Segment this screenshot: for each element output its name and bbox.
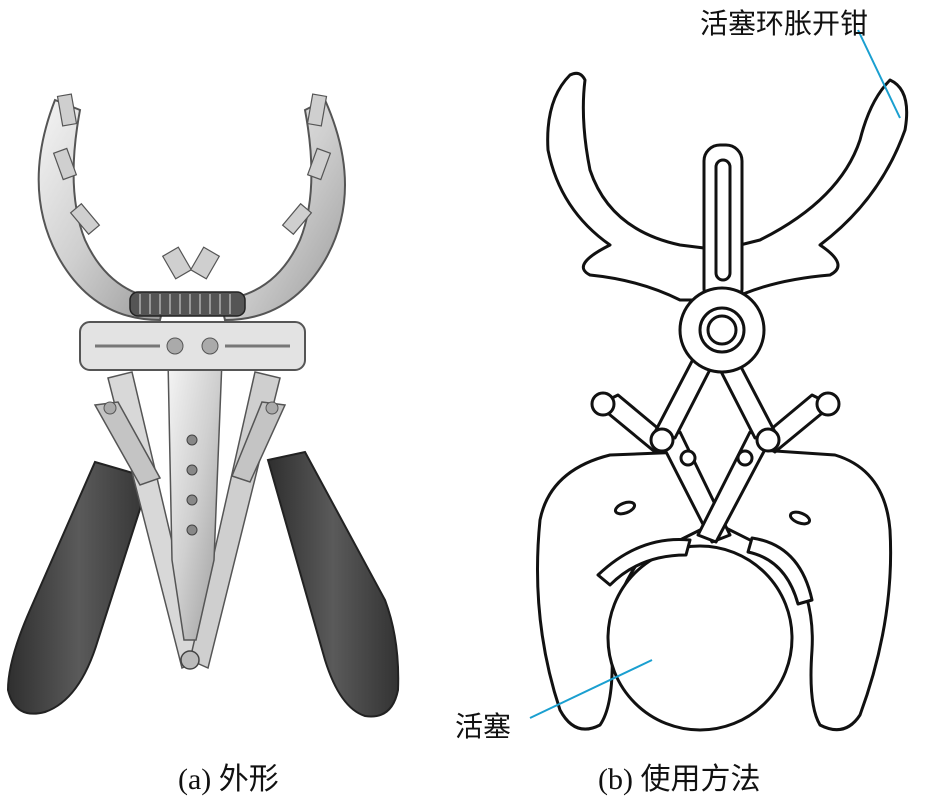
upper-jaw-body bbox=[546, 71, 909, 302]
left-handle bbox=[6, 460, 152, 715]
right-ring-jaw bbox=[746, 536, 814, 606]
piston bbox=[606, 544, 794, 732]
handle-slot bbox=[613, 500, 637, 516]
tool-leader-line bbox=[857, 29, 901, 119]
line-drawing bbox=[536, 71, 909, 732]
piston-callout-label: 活塞 bbox=[455, 712, 512, 743]
stem-pin bbox=[186, 434, 198, 446]
bottom-pivot bbox=[180, 650, 200, 670]
central-boss-inner bbox=[706, 314, 738, 346]
tool-callout-label: 活塞环胀开钳 bbox=[700, 9, 869, 40]
ring-clip bbox=[69, 202, 101, 236]
left-ring-jaw bbox=[596, 537, 692, 587]
cross-plate bbox=[79, 321, 306, 371]
ring-clip bbox=[56, 93, 78, 127]
plate-rivet bbox=[166, 337, 184, 355]
post-slot bbox=[714, 158, 732, 282]
plate-rivet bbox=[265, 401, 279, 415]
plate-rivet bbox=[103, 401, 117, 415]
handle-slot bbox=[788, 510, 812, 526]
left-jaw bbox=[37, 98, 167, 322]
pivot-pin bbox=[679, 449, 697, 467]
right-handle-shell bbox=[708, 448, 893, 732]
right-handle bbox=[266, 450, 400, 718]
spring bbox=[129, 291, 246, 317]
ring-clip bbox=[161, 246, 193, 280]
piston-leader-line bbox=[529, 659, 653, 719]
stem-pin bbox=[186, 524, 198, 536]
pivot-pin bbox=[755, 427, 781, 453]
ring-clip bbox=[306, 147, 332, 181]
pivot-pin bbox=[815, 391, 841, 417]
ring-clip bbox=[52, 147, 78, 181]
panel-b-caption: (b) 使用方法 bbox=[598, 763, 761, 796]
plate-rivet bbox=[201, 337, 219, 355]
panel-a-caption: (a) 外形 bbox=[178, 763, 279, 796]
pivot-pin bbox=[649, 427, 675, 453]
right-outer-arm bbox=[231, 401, 287, 483]
photo-pliers bbox=[6, 93, 400, 718]
ring-clip bbox=[189, 246, 221, 280]
stem-pin bbox=[186, 464, 198, 476]
right-jaw bbox=[218, 98, 346, 322]
pivot-pin bbox=[736, 449, 754, 467]
pivot-pin bbox=[590, 391, 616, 417]
ring-clip bbox=[281, 202, 313, 236]
ring-clip bbox=[306, 93, 328, 127]
stem-pin bbox=[186, 494, 198, 506]
